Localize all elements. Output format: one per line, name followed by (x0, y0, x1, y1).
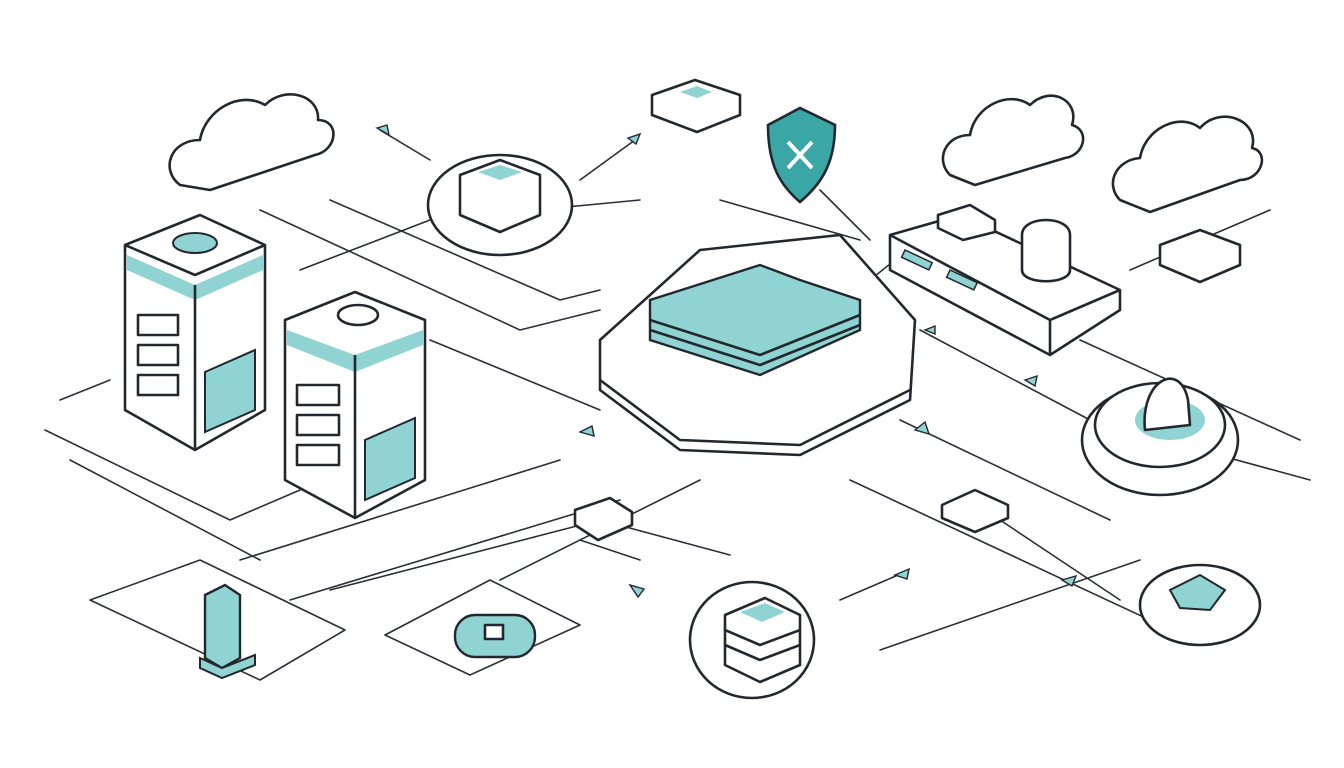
arrow-icon (1060, 574, 1078, 588)
arrow-icon (923, 324, 936, 336)
server-rack-icon (283, 290, 427, 520)
arrow-icon (626, 132, 642, 146)
arrow-icon (913, 420, 931, 436)
arrow-icon (1023, 374, 1038, 388)
arrow-icon (628, 583, 646, 599)
lock-pad-icon (453, 613, 537, 659)
sensor-disc-icon (1080, 377, 1240, 497)
arrow-icons (375, 124, 1078, 599)
arrow-icon (893, 567, 910, 580)
pillar-icon (199, 583, 256, 680)
cloud-icon (941, 94, 1085, 187)
arrow-icon (375, 124, 390, 137)
server-rack-icon (123, 213, 267, 452)
database-icon (1158, 228, 1242, 284)
shield-x-icon (766, 106, 837, 204)
arrow-icon (578, 424, 595, 437)
cloud-icon (168, 93, 335, 192)
network-switch-icon (888, 203, 1122, 357)
router-icon (426, 153, 574, 257)
chip-icon (650, 78, 742, 134)
central-platform (598, 233, 917, 457)
server-stack-icon (688, 580, 816, 700)
chip-icon (573, 488, 1010, 542)
cloud-icon (1111, 115, 1264, 214)
router-icon (1138, 563, 1262, 647)
